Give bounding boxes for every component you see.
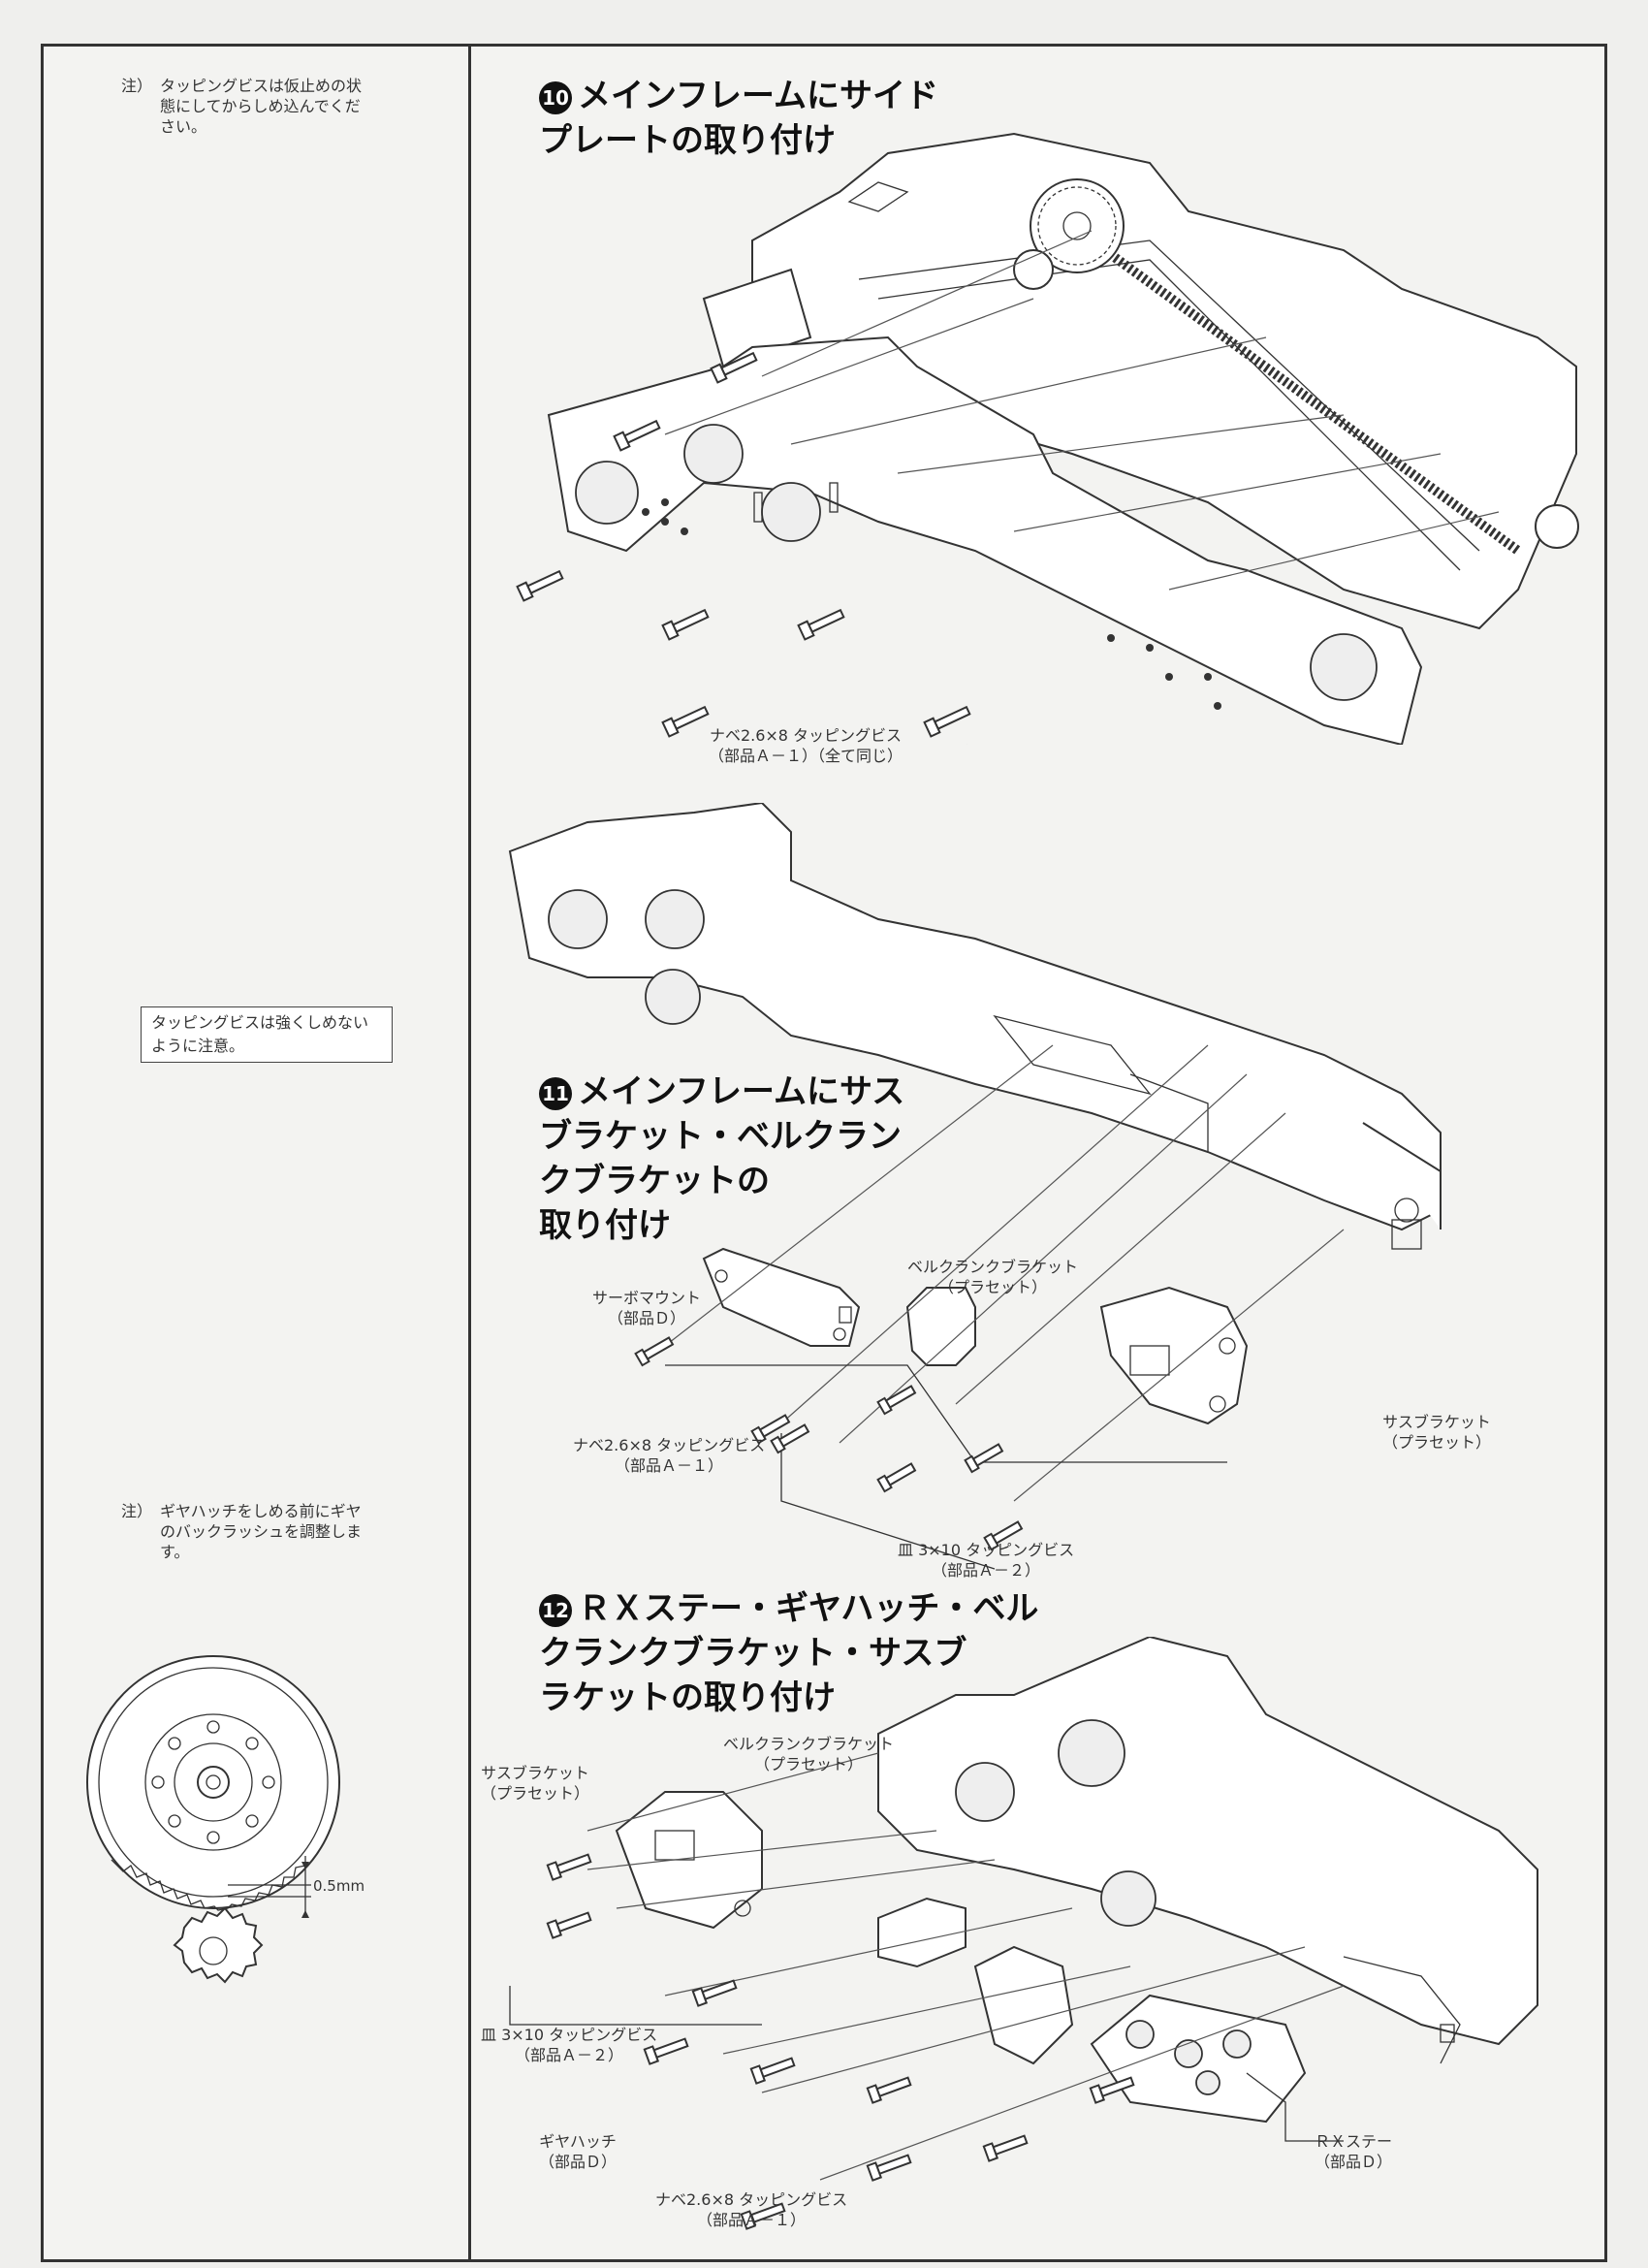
- step-11-diagram: [508, 803, 1442, 1570]
- step-title-line: プレートの取り付け: [539, 121, 836, 160]
- step-12-screw-a-label: ナベ2.6×8 タッピングビス （部品Ａ－１）: [655, 2189, 847, 2230]
- tapping-screws: [634, 1336, 1024, 1551]
- step-10-screw-label: ナベ2.6×8 タッピングビス （部品Ａ－１）（全て同じ）: [709, 725, 903, 766]
- part-name: ギヤハッチ: [539, 2132, 617, 2151]
- tapping-screws: [516, 351, 971, 745]
- part-source: （プラセット）: [1382, 1433, 1492, 1452]
- belt: [1089, 236, 1521, 556]
- part-source: （部品Ｄ）: [539, 2153, 618, 2171]
- gear-backlash-diagram: [86, 1655, 340, 1984]
- screw-name: 皿 3×10 タッピングビス: [898, 1541, 1075, 1559]
- step-12-sus-bracket-label: サスブラケット （プラセット）: [481, 1763, 589, 1804]
- step-12-bellcrank-label: ベルクランクブラケット （プラセット）: [723, 1734, 894, 1774]
- sus-bracket: [1099, 1286, 1249, 1425]
- note-label: 注）: [121, 1502, 153, 1520]
- step-title-line: クブラケットの: [539, 1162, 770, 1200]
- part-name: サスブラケット: [481, 1764, 589, 1782]
- screw-name: ナベ2.6×8 タッピングビス: [655, 2190, 848, 2209]
- part-source: （プラセット）: [754, 1755, 864, 1773]
- gear-hatch-label: ギヤハッチ （部品Ｄ）: [539, 2131, 617, 2172]
- step-title-line: ブラケット・ベルクラン: [539, 1117, 902, 1156]
- main-frame: [877, 1637, 1538, 2046]
- side-plate: [547, 335, 1423, 745]
- part-source: （プラセット）: [481, 1784, 590, 1803]
- servo-mount-label: サーボマウント （部品Ｄ）: [592, 1288, 701, 1328]
- screw-name: ナベ2.6×8 タッピングビス: [573, 1436, 766, 1454]
- bellcrank-bracket-label: ベルクランクブラケット （プラセット）: [907, 1257, 1078, 1297]
- servo-mount: [702, 1247, 861, 1347]
- bellcrank-bracket: [905, 1287, 976, 1366]
- step-12-diagram: [509, 1637, 1538, 2230]
- step-number: 10: [539, 80, 572, 114]
- step-number: 11: [539, 1076, 572, 1110]
- screw-part: （部品Ａ－１）: [615, 1456, 724, 1475]
- step-title-line: 取り付け: [539, 1206, 671, 1245]
- part-name: サーボマウント: [592, 1289, 702, 1307]
- side-column: 注） タッピングビスは仮止めの状態にしてからしめ込んでください。 タッピングビス…: [44, 47, 468, 2259]
- part-source: （プラセット）: [938, 1278, 1048, 1296]
- step-number: 12: [539, 1593, 572, 1627]
- screw-name: ナベ2.6×8 タッピングビス: [709, 726, 903, 745]
- step-title-line: メインフレームにサイド: [578, 77, 938, 115]
- instruction-page: 注） タッピングビスは仮止めの状態にしてからしめ込んでください。 タッピングビス…: [41, 44, 1607, 2262]
- spur-gear: [1030, 178, 1125, 273]
- tapping-screws: [546, 1853, 1135, 2230]
- screw-part: （部品Ａ－１）（全て同じ）: [709, 747, 903, 765]
- part-name: ＲＸステー: [1315, 2132, 1393, 2151]
- rx-stay-label: ＲＸステー （部品Ｄ）: [1315, 2131, 1392, 2172]
- step-title-line: ＲＸステー・ギヤハッチ・ベル: [578, 1589, 1039, 1628]
- step-11-screw-a-label: ナベ2.6×8 タッピングビス （部品Ａ－１）: [573, 1435, 765, 1476]
- step-12-screw-b-label: 皿 3×10 タッピングビス （部品Ａ－２）: [481, 2025, 657, 2065]
- step-title-line: メインフレームにサス: [578, 1072, 905, 1111]
- screw-part: （部品Ａ－２）: [932, 1561, 1041, 1580]
- part-name: ベルクランクブラケット: [907, 1258, 1079, 1276]
- step-10-diagram: [516, 132, 1579, 745]
- bellcrank-bracket: [877, 1897, 967, 1968]
- sus-bracket-label: サスブラケット （プラセット）: [1382, 1412, 1491, 1453]
- part-name: ベルクランクブラケット: [723, 1735, 895, 1753]
- step-11-screw-b-label: 皿 3×10 タッピングビス （部品Ａ－２）: [898, 1540, 1074, 1581]
- step-title-line: クランクブラケット・サスブ: [539, 1634, 967, 1673]
- caution-box: タッピングビスは強くしめないように注意。: [141, 1006, 393, 1063]
- part-source: （部品Ｄ）: [1315, 2153, 1393, 2171]
- main-frame: [508, 803, 1442, 1231]
- pinion-gear: [173, 1906, 264, 1984]
- note-text: タッピングビスは仮止めの状態にしてからしめ込んでください。: [160, 77, 363, 136]
- screw-part: （部品Ａ－２）: [515, 2046, 624, 2064]
- gear-hatch: [973, 1945, 1074, 2065]
- note-text: ギヤハッチをしめる前にギヤのバックラッシュを調整します。: [160, 1502, 363, 1561]
- screw-name: 皿 3×10 タッピングビス: [481, 2026, 658, 2044]
- note-label: 注）: [121, 77, 153, 95]
- part-source: （部品Ｄ）: [608, 1309, 686, 1327]
- screw-part: （部品Ａ－１）: [697, 2211, 807, 2229]
- step-title-line: ラケットの取り付け: [539, 1678, 836, 1717]
- column-divider: [468, 47, 471, 2259]
- part-name: サスブラケット: [1382, 1413, 1491, 1431]
- gap-dimension-label: 0.5mm: [313, 1877, 365, 1895]
